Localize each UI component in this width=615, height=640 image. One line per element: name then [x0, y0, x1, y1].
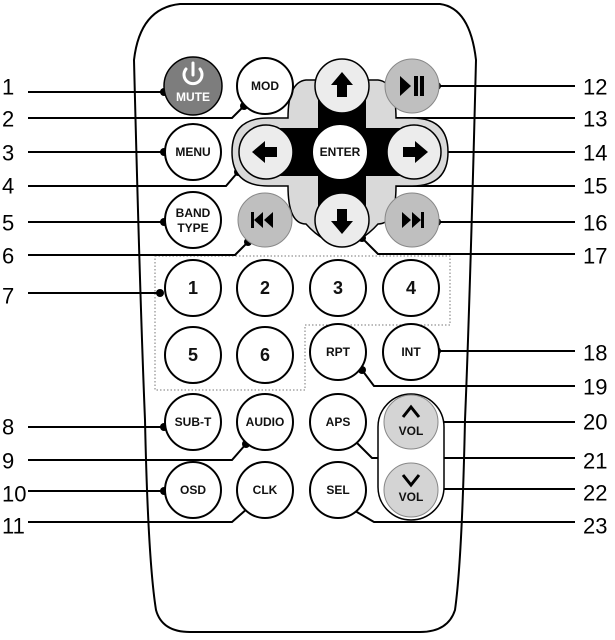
clk-button[interactable]: CLK: [236, 461, 294, 519]
volume-down-label: VOL: [399, 490, 424, 504]
callout-13: 13: [583, 107, 607, 132]
band-label: BAND: [176, 206, 211, 220]
play-pause-icon: [400, 76, 424, 96]
numpad-dotted-frame: [154, 255, 451, 391]
play-pause-button[interactable]: [384, 58, 440, 114]
skip-previous-icon: [251, 212, 273, 228]
callout-8: 8: [2, 415, 14, 440]
osd-label: OSD: [180, 483, 206, 497]
leader-19: [361, 369, 575, 387]
leader-2: [28, 105, 245, 119]
number-2-label: 2: [260, 278, 270, 298]
callout-4: 4: [2, 174, 14, 199]
sel-label: SEL: [326, 483, 349, 497]
volume-down-button[interactable]: VOL: [383, 462, 439, 518]
callout-numbers: 1 2 3 4 5 6 7 8 9 10 11 12 13 14 15 16 1…: [2, 75, 607, 539]
right-button[interactable]: [386, 124, 442, 180]
leader-23: [349, 507, 575, 523]
mute-label: MUTE: [176, 90, 210, 104]
leader-11: [28, 507, 249, 523]
audio-button[interactable]: AUDIO: [236, 393, 294, 451]
band-type-button[interactable]: BAND TYPE: [164, 191, 222, 249]
number-1-button[interactable]: 1: [164, 259, 222, 317]
sub-t-label: SUB-T: [175, 415, 212, 429]
callout-16: 16: [583, 211, 607, 236]
down-button[interactable]: [314, 192, 370, 248]
callout-6: 6: [2, 244, 14, 269]
menu-label: MENU: [175, 145, 210, 159]
callout-20: 20: [583, 410, 607, 435]
leader-4: [28, 171, 239, 187]
callout-22: 22: [583, 481, 607, 506]
callout-7: 7: [2, 284, 14, 309]
sel-button[interactable]: SEL: [309, 461, 367, 519]
sub-t-button[interactable]: SUB-T: [164, 393, 222, 451]
int-button[interactable]: INT: [382, 323, 440, 381]
menu-button[interactable]: MENU: [164, 123, 222, 181]
callout-17: 17: [583, 244, 607, 269]
number-5-label: 5: [188, 345, 198, 365]
leader-21: [353, 439, 575, 459]
skip-next-icon: [402, 212, 424, 228]
mute-button[interactable]: MUTE: [163, 56, 223, 116]
number-2-button[interactable]: 2: [236, 259, 294, 317]
osd-button[interactable]: OSD: [164, 461, 222, 519]
aps-label: APS: [326, 415, 351, 429]
chevron-down-icon: [401, 474, 421, 488]
clk-label: CLK: [253, 483, 278, 497]
number-3-button[interactable]: 3: [309, 259, 367, 317]
type-label: TYPE: [177, 221, 208, 235]
rpt-label: RPT: [326, 345, 351, 359]
callout-12: 12: [583, 75, 607, 100]
callout-15: 15: [583, 174, 607, 199]
number-6-label: 6: [260, 345, 270, 365]
volume-up-label: VOL: [399, 424, 424, 438]
arrow-left-icon: [252, 141, 277, 163]
mod-label: MOD: [251, 79, 279, 93]
callout-18: 18: [583, 341, 607, 366]
volume-up-button[interactable]: VOL: [383, 394, 439, 450]
callout-1: 1: [2, 75, 14, 100]
number-6-button[interactable]: 6: [236, 326, 294, 384]
callout-9: 9: [2, 449, 14, 474]
leader-6: [28, 241, 249, 256]
callout-5: 5: [2, 211, 14, 236]
up-button[interactable]: [314, 58, 370, 114]
rpt-button[interactable]: RPT: [309, 323, 367, 381]
arrow-down-icon: [331, 209, 353, 234]
previous-button[interactable]: [237, 192, 293, 248]
next-button[interactable]: [384, 192, 440, 248]
callout-19: 19: [583, 375, 607, 400]
number-5-button[interactable]: 5: [164, 326, 222, 384]
power-icon: [182, 61, 204, 86]
number-1-label: 1: [188, 278, 198, 298]
leader-9: [28, 443, 247, 461]
aps-button[interactable]: APS: [309, 393, 367, 451]
arrow-up-icon: [331, 72, 353, 97]
callout-10: 10: [2, 482, 26, 507]
left-button[interactable]: [238, 124, 294, 180]
arrow-right-icon: [403, 141, 428, 163]
callout-14: 14: [583, 141, 607, 166]
number-3-label: 3: [333, 278, 343, 298]
audio-label: AUDIO: [246, 415, 285, 429]
callout-21: 21: [583, 449, 607, 474]
callout-3: 3: [2, 141, 14, 166]
callout-23: 23: [583, 514, 607, 539]
callout-11: 11: [2, 514, 25, 539]
number-4-button[interactable]: 4: [382, 259, 440, 317]
chevron-up-icon: [401, 404, 421, 418]
callout-2: 2: [2, 107, 14, 132]
int-label: INT: [401, 345, 421, 359]
mod-button[interactable]: MOD: [236, 57, 294, 115]
enter-label: ENTER: [320, 145, 361, 159]
enter-button[interactable]: ENTER: [311, 123, 369, 181]
number-4-label: 4: [406, 278, 416, 298]
leader-17: [361, 237, 575, 255]
